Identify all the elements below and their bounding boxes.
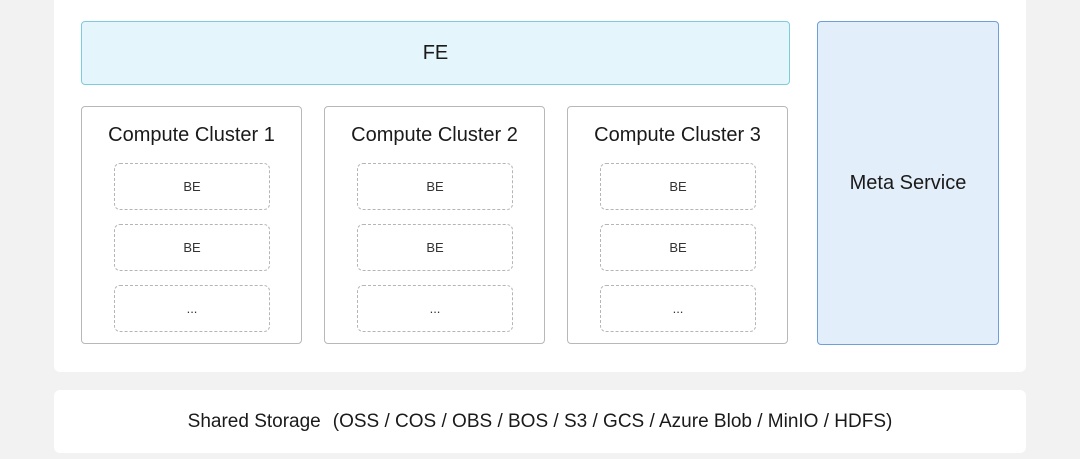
be-node: BE bbox=[600, 224, 756, 271]
shared-storage-panel: Shared Storage (OSS / COS / OBS / BOS / … bbox=[54, 390, 1026, 453]
be-node: BE bbox=[357, 163, 513, 210]
be-node: BE bbox=[357, 224, 513, 271]
compute-cluster-3: Compute Cluster 3 BE BE ... bbox=[567, 106, 788, 344]
cluster-title: Compute Cluster 2 bbox=[351, 124, 518, 146]
cluster-title: Compute Cluster 1 bbox=[108, 124, 275, 146]
more-nodes-placeholder: ... bbox=[600, 285, 756, 332]
storage-backends-list: (OSS / COS / OBS / BOS / S3 / GCS / Azur… bbox=[332, 410, 893, 432]
meta-service-node: Meta Service bbox=[817, 21, 999, 345]
meta-service-label: Meta Service bbox=[849, 171, 967, 194]
fe-label: FE bbox=[422, 41, 449, 64]
compute-cluster-1: Compute Cluster 1 BE BE ... bbox=[81, 106, 302, 344]
cluster-title: Compute Cluster 3 bbox=[594, 124, 761, 146]
shared-storage-label: Shared Storage bbox=[187, 410, 321, 432]
fe-node: FE bbox=[81, 21, 790, 85]
be-node: BE bbox=[114, 224, 270, 271]
be-node: BE bbox=[600, 163, 756, 210]
compute-cluster-2: Compute Cluster 2 BE BE ... bbox=[324, 106, 545, 344]
be-node: BE bbox=[114, 163, 270, 210]
more-nodes-placeholder: ... bbox=[114, 285, 270, 332]
more-nodes-placeholder: ... bbox=[357, 285, 513, 332]
